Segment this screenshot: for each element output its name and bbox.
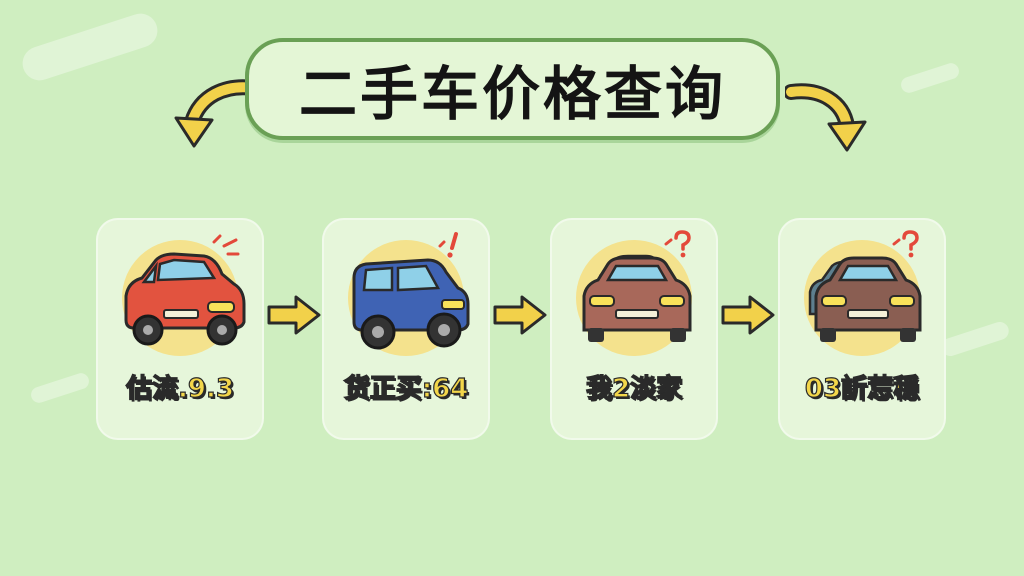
- title-banner: 二手车价格查询: [245, 38, 780, 140]
- step-label: 货正买:64: [343, 373, 469, 404]
- arrow-right-icon: [721, 295, 775, 335]
- background-brush-stroke: [28, 371, 92, 405]
- sedan-car-icon: [808, 256, 922, 342]
- step-card-3: 我2淡家: [550, 218, 718, 440]
- question-mark-icon: [892, 230, 919, 258]
- question-mark-icon: [664, 230, 691, 258]
- step-label: 我2淡家: [585, 373, 683, 404]
- step-card-2: 货正买:64: [322, 218, 490, 440]
- step-card-4: 03訢莣穏: [778, 218, 946, 440]
- arrow-right-icon: [493, 295, 547, 335]
- background-brush-stroke: [18, 9, 162, 85]
- suv-car-icon: [352, 258, 470, 350]
- arrow-right-icon: [267, 295, 321, 335]
- sedan-car-icon: [582, 254, 692, 342]
- step-label: 估流.9.3: [125, 373, 234, 404]
- step-card-1: 估流.9.3: [96, 218, 264, 440]
- exclamation-icon: [438, 232, 458, 258]
- background-brush-stroke: [898, 61, 962, 95]
- sparkle-icon: [212, 234, 240, 256]
- curved-arrow-right-icon: [785, 83, 867, 152]
- background-brush-stroke: [938, 319, 1012, 359]
- page-title: 二手车价格查询: [298, 60, 726, 128]
- step-label: 03訢莣穏: [804, 373, 920, 404]
- hatchback-car-icon: [124, 252, 246, 346]
